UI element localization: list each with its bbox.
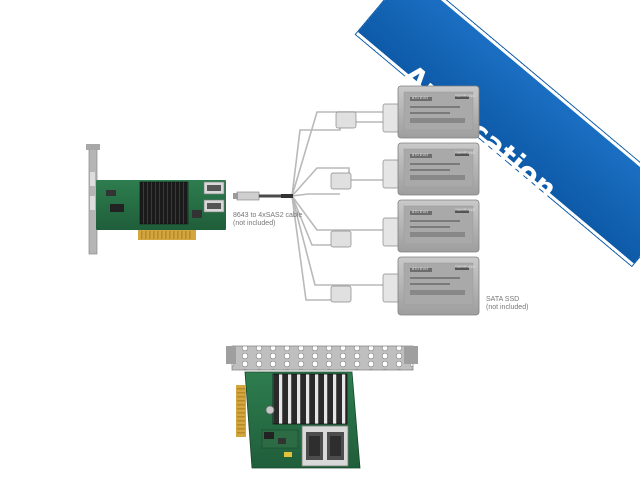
sata-connectors: [330, 103, 400, 303]
cable-caption-line2: (not included): [233, 220, 276, 227]
ssd-4: [397, 256, 480, 316]
ssd-3: [397, 199, 480, 253]
ssd-caption-line1: SATA SSD: [486, 296, 520, 303]
ssd-2: [397, 142, 480, 196]
ssd-4-brand: SAMSUNG: [455, 264, 476, 269]
ssd-1: [397, 85, 480, 139]
raid-card-top: [86, 144, 226, 255]
ssd-1-brand: SAMSUNG: [455, 93, 476, 98]
ssd-caption-line2: (not included): [486, 304, 529, 311]
ssd-4-model: 870 EVO: [412, 266, 429, 271]
ssd-stack: [397, 85, 480, 316]
cable-caption-line1: 8643 to 4xSAS2 cable: [233, 212, 303, 219]
ssd-1-model: 870 EVO: [412, 95, 429, 100]
raid-card-bottom: [226, 345, 418, 469]
ssd-caption: SATA SSD (not included): [486, 296, 528, 312]
ssd-3-brand: SAMSUNG: [455, 207, 476, 212]
ssd-2-model: 870 EVO: [412, 152, 429, 157]
ssd-3-model: 870 EVO: [412, 209, 429, 214]
ssd-2-brand: SAMSUNG: [455, 150, 476, 155]
breakout-cable: [233, 111, 383, 301]
cable-caption: 8643 to 4xSAS2 cable (not included): [233, 212, 302, 228]
